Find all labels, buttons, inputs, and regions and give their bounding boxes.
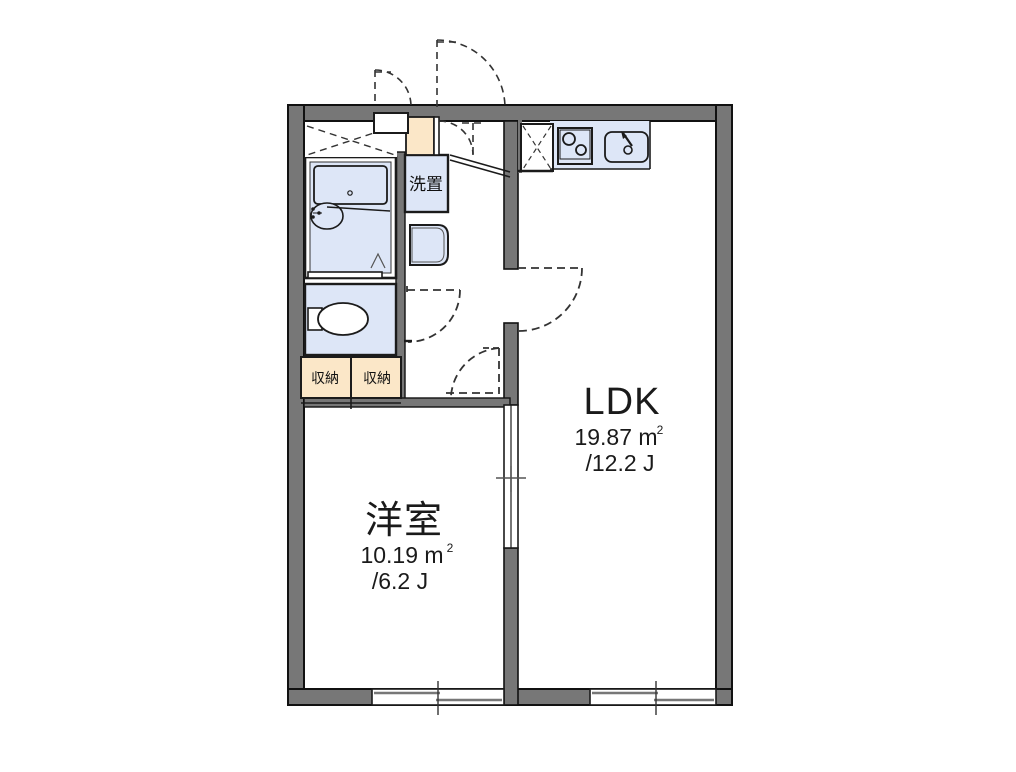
sliding-partition[interactable] xyxy=(496,404,526,549)
ldk-area-superscript: 2 xyxy=(657,423,664,437)
refrigerator-space xyxy=(520,123,554,172)
ldk-room-name: LDK xyxy=(584,381,661,423)
storage-closets: 収納 収納 xyxy=(300,356,402,409)
ldk-label-group: LDK 19.87 m 2 /12.2 J xyxy=(574,381,663,476)
closet-left-label: 収納 xyxy=(311,371,339,387)
closet-right-label: 収納 xyxy=(363,371,391,387)
unit-bath-room xyxy=(303,124,398,280)
toilet-room xyxy=(303,282,398,357)
washer-space: 洗置 xyxy=(403,153,450,214)
ldk-area-jo: /12.2 J xyxy=(585,450,654,476)
washer-space-label: 洗置 xyxy=(409,175,443,195)
ldk-area-sqm: 19.87 m xyxy=(574,424,657,450)
yoshitsu-area-sqm: 10.19 m xyxy=(360,542,443,568)
interior-doors xyxy=(404,267,583,397)
yoshitsu-room-name: 洋室 xyxy=(365,500,443,542)
entrance-area xyxy=(373,39,511,178)
balcony-window-ldk[interactable] xyxy=(589,681,717,715)
yoshitsu-area-jo: /6.2 J xyxy=(372,568,428,594)
vanity-sink xyxy=(409,224,449,266)
balcony-window-yoshitsu[interactable] xyxy=(371,681,505,715)
kitchen-counter xyxy=(518,121,651,173)
yoshitsu-label-group: 洋室 10.19 m 2 /6.2 J xyxy=(360,500,453,594)
yoshitsu-area-superscript: 2 xyxy=(447,541,454,555)
